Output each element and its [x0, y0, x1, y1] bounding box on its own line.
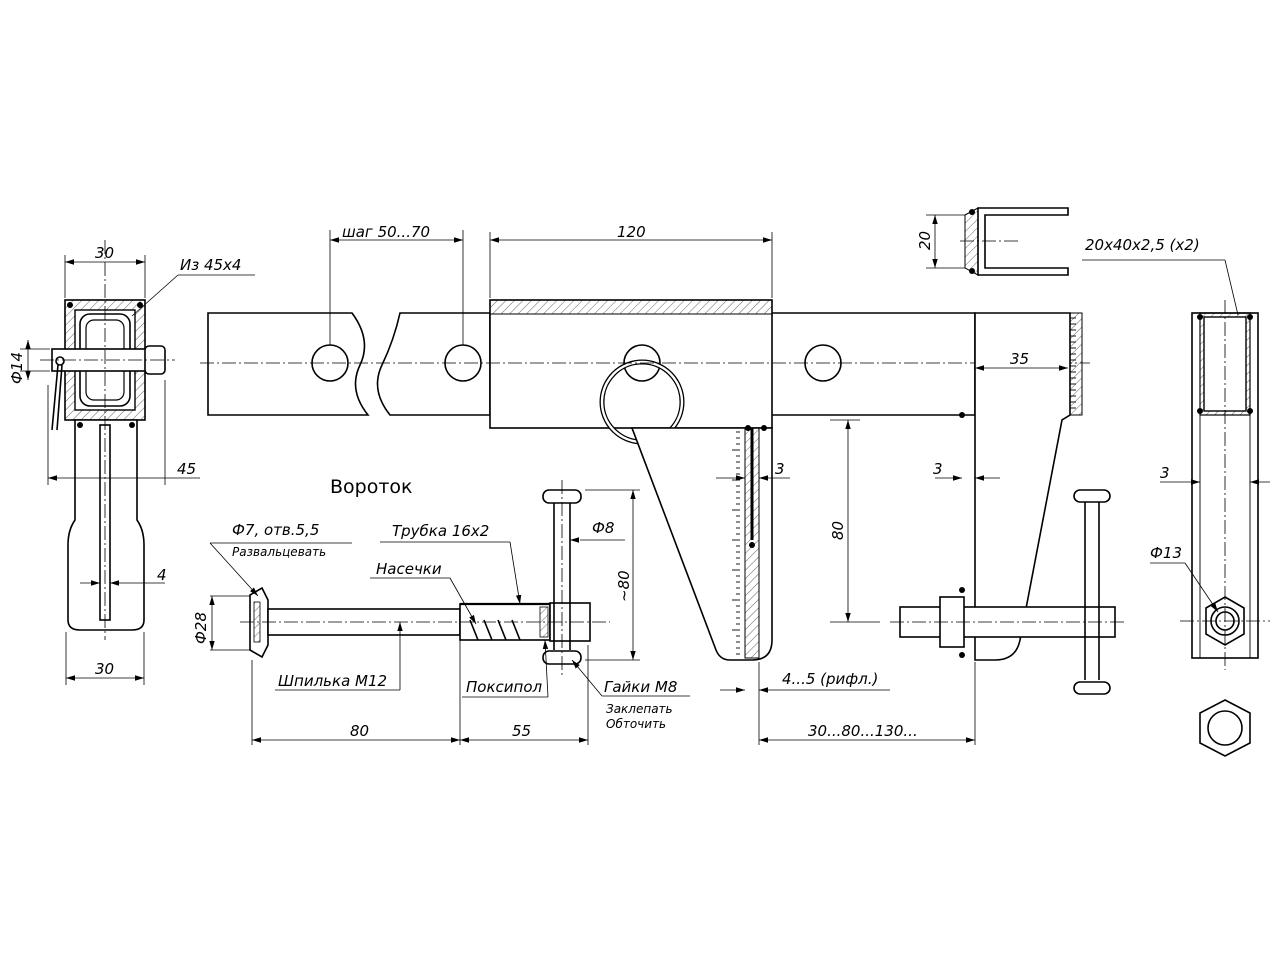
dim-d14: Ф14 — [8, 352, 26, 384]
label-from-material: Из 45х4 — [180, 256, 241, 274]
channel-profile: 20 — [916, 207, 1069, 276]
label-turn: Обточить — [606, 717, 666, 731]
dim-len55: 55 — [512, 722, 531, 740]
dim-h80-approx: ~80 — [615, 570, 633, 602]
left-view-dimensions: 30 Из 45х4 Ф14 45 4 30 — [8, 244, 255, 685]
dim-w35: 35 — [1010, 350, 1029, 368]
dim-len80: 80 — [350, 722, 369, 740]
dim-h80: 80 — [829, 521, 847, 540]
right-side-view — [1180, 300, 1270, 757]
right-view-dimensions: 20х40х2,5 (х2) 3 Ф13 — [1082, 236, 1270, 613]
dim-w4: 4 — [157, 566, 167, 584]
clamp-screw — [890, 489, 1125, 695]
dim-step: шаг 50...70 — [342, 223, 430, 241]
label-tube: Трубка 16х2 — [392, 522, 489, 540]
wrench-title: Вороток — [330, 476, 413, 498]
label-profile: 20х40х2,5 (х2) — [1085, 236, 1200, 254]
dim-gap3-b: 3 — [933, 460, 943, 478]
label-knurl: 4...5 (рифл.) — [782, 670, 878, 688]
wrench-dimensions: Вороток Ф7, отв.5,5 Развальцевать Трубка… — [192, 476, 690, 745]
dim-d28: Ф28 — [192, 612, 210, 644]
label-stud: Шпилька М12 — [278, 672, 387, 690]
dim-range: 30...80...130... — [808, 722, 918, 740]
main-view-dimensions: шаг 50...70 120 3 3 80 35 30...80...130.… — [329, 223, 1068, 745]
movable-jaw — [630, 425, 773, 661]
label-hole: Ф7, отв.5,5 — [232, 521, 319, 539]
dim-w45: 45 — [177, 460, 196, 478]
scale-ticks — [732, 317, 1076, 655]
dim-w30-bottom: 30 — [95, 660, 114, 678]
dim-w30-top: 30 — [95, 244, 114, 262]
label-flare: Развальцевать — [232, 545, 326, 559]
left-section-view — [40, 240, 175, 640]
dim-gap3-a: 3 — [775, 460, 785, 478]
dim-d8: Ф8 — [592, 519, 614, 537]
wrench-view — [240, 480, 610, 675]
dim-h20: 20 — [916, 231, 934, 250]
dim-len120: 120 — [617, 223, 646, 241]
dim-d13: Ф13 — [1150, 544, 1182, 562]
label-epoxy: Поксипол — [466, 678, 542, 696]
dim-gap3-c: 3 — [1160, 464, 1170, 482]
label-rivet: Заклепать — [606, 702, 673, 716]
main-bar — [200, 299, 1090, 445]
fixed-jaw — [959, 312, 1083, 661]
label-notches: Насечки — [376, 560, 442, 578]
label-nuts: Гайки М8 — [604, 678, 677, 696]
